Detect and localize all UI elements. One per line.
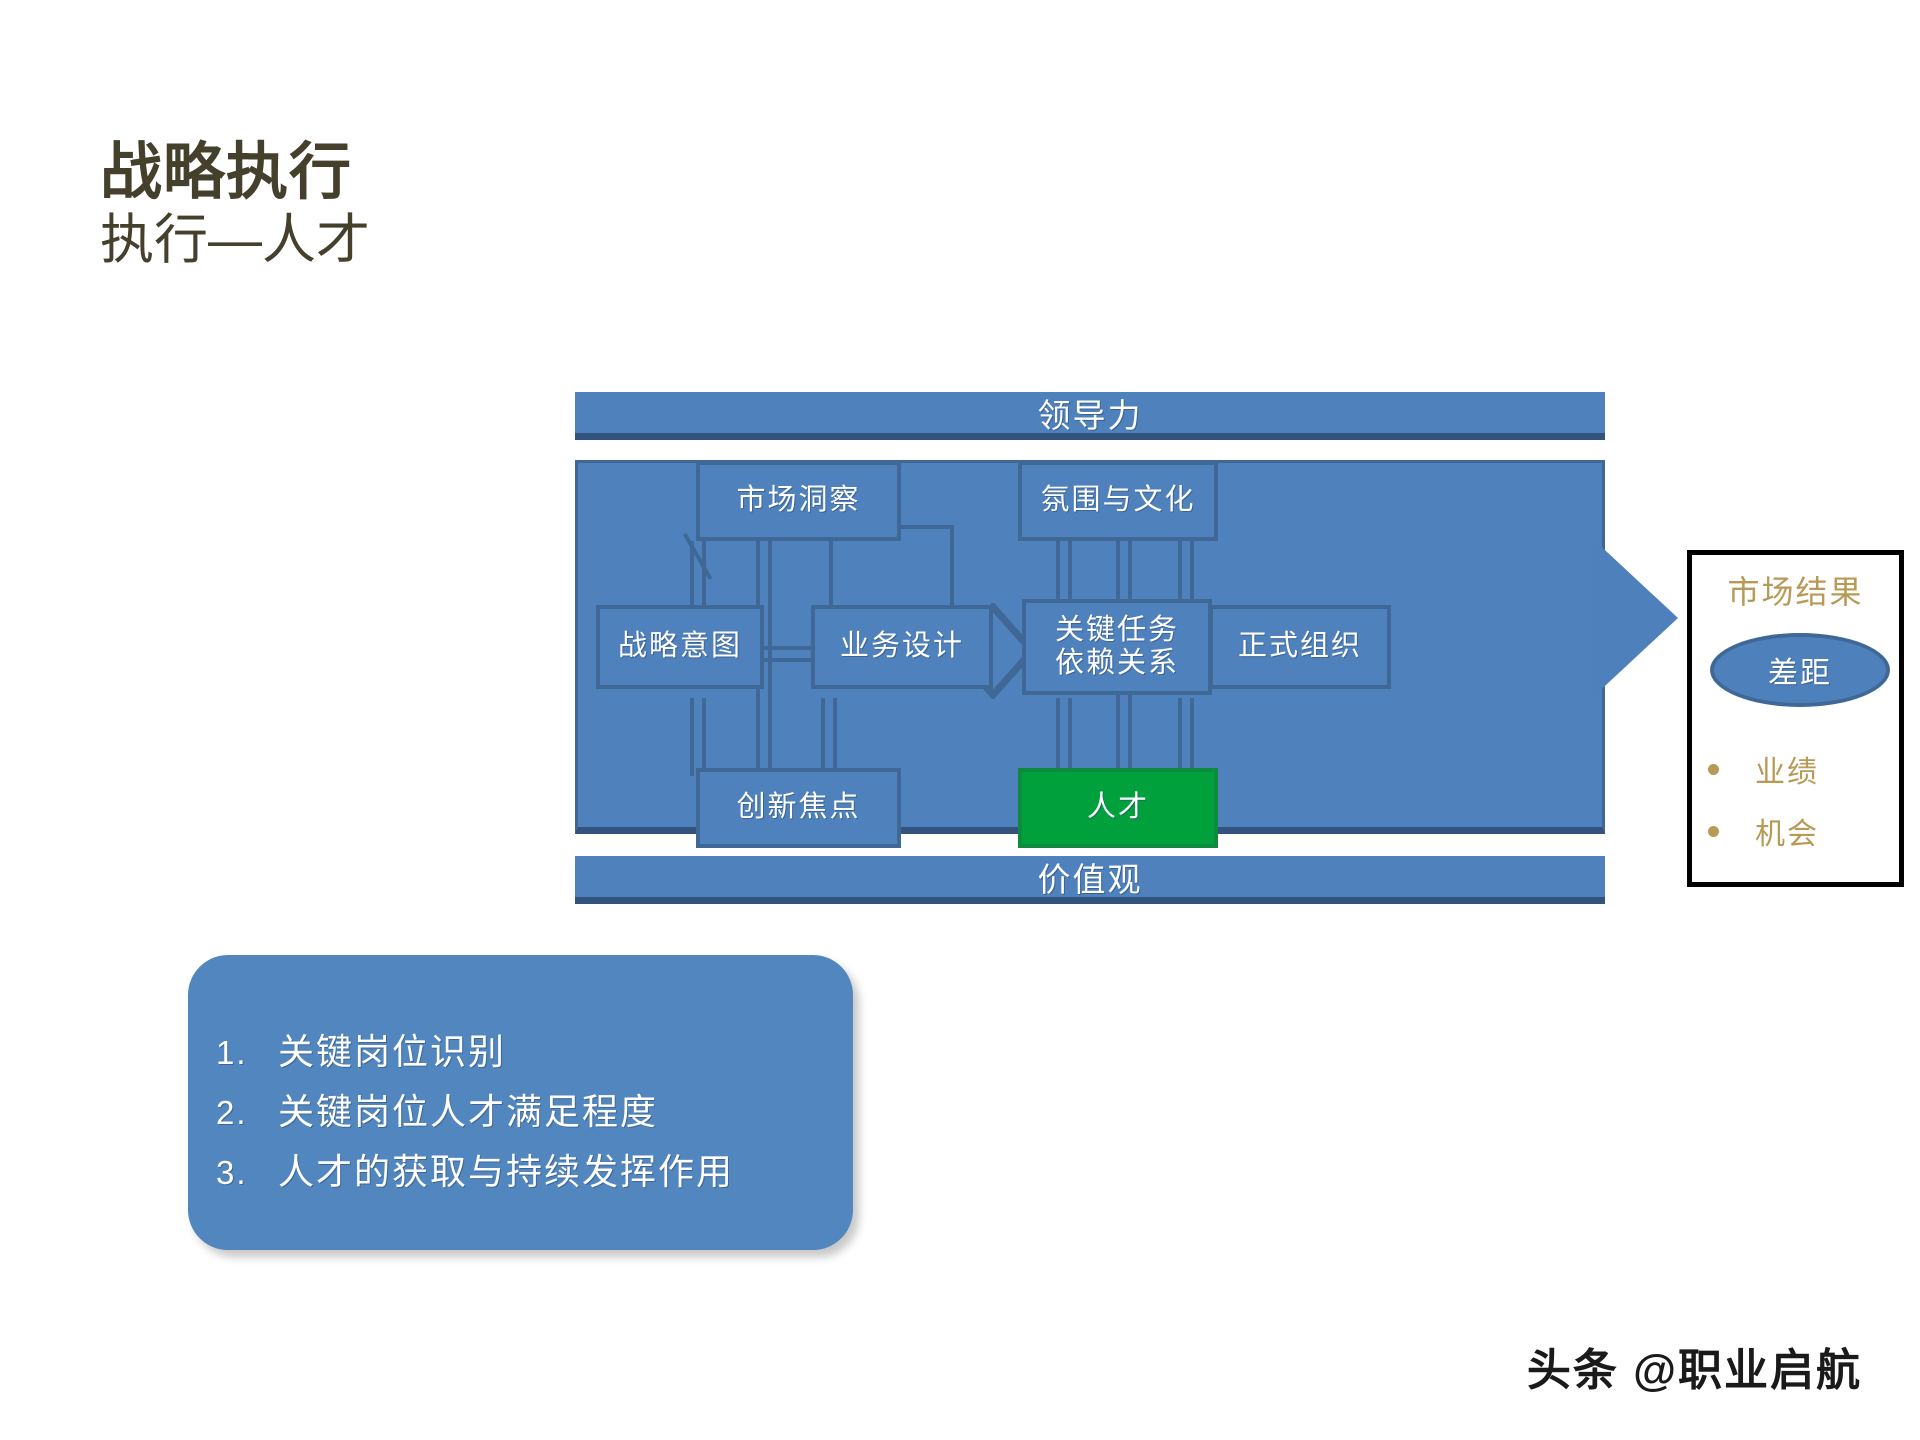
note-item-text: 关键岗位人才满足程度 (278, 1092, 659, 1132)
node-formal-organization-label: 正式组织 (1237, 630, 1362, 663)
connector-atmosphere-formalorg (1178, 541, 1194, 627)
list-item: 机会 (1708, 809, 1898, 853)
connector-formalorg-talent (1178, 698, 1194, 776)
connector-intent-innovation (690, 698, 706, 776)
connector-keytask-talent (1056, 698, 1072, 776)
node-innovation-focus[interactable]: 创新焦点 (696, 768, 901, 848)
market-result-panel: 市场结果 差距 业绩 机会 (1687, 550, 1904, 887)
node-atmosphere-culture[interactable]: 氛围与文化 (1018, 461, 1218, 541)
leadership-label: 领导力 (1037, 398, 1143, 435)
connector-intent-design (760, 646, 815, 662)
node-market-insight-label: 市场洞察 (736, 484, 861, 517)
list-item: 3. 人才的获取与持续发挥作用 (216, 1143, 881, 1195)
note-item-number: 2. (216, 1094, 248, 1131)
connector-insight-intent (690, 541, 706, 627)
node-talent-label: 人才 (1086, 791, 1149, 824)
gap-ellipse: 差距 (1710, 633, 1890, 707)
market-result-bullet-label: 机会 (1755, 818, 1819, 851)
values-band: 价值观 (575, 856, 1605, 904)
watermark: 头条 @职业启航 (1526, 1346, 1862, 1395)
node-atmosphere-culture-label: 氛围与文化 (1040, 484, 1196, 517)
note-item-number: 3. (216, 1154, 248, 1191)
bullet-dot-icon (1708, 825, 1719, 837)
page-subtitle: 执行—人才 (100, 210, 370, 271)
node-key-task-label-line2: 依赖关系 (1054, 647, 1179, 679)
talent-note-card: 1. 关键岗位识别 2. 关键岗位人才满足程度 3. 人才的获取与持续发挥作用 (188, 955, 853, 1250)
talent-note-list: 1. 关键岗位识别 2. 关键岗位人才满足程度 3. 人才的获取与持续发挥作用 (216, 1023, 881, 1203)
market-result-bullets: 业绩 机会 (1708, 747, 1898, 871)
slide-title-block: 战略执行 执行—人才 (100, 140, 370, 270)
node-key-task[interactable]: 关键任务 依赖关系 (1022, 599, 1212, 695)
connector-atmosphere-keytask (1056, 541, 1072, 627)
market-result-title: 市场结果 (1727, 574, 1864, 610)
node-innovation-focus-label: 创新焦点 (736, 791, 861, 824)
node-formal-organization[interactable]: 正式组织 (1209, 605, 1391, 689)
market-result-bullet-label: 业绩 (1755, 756, 1819, 789)
node-business-design[interactable]: 业务设计 (811, 605, 993, 689)
connector-design-innovation (821, 698, 837, 776)
gap-label: 差距 (1768, 657, 1832, 690)
list-item: 1. 关键岗位识别 (216, 1023, 881, 1075)
node-market-insight[interactable]: 市场洞察 (696, 461, 901, 541)
bullet-dot-icon (1708, 763, 1719, 775)
node-strategic-intent-label: 战略意图 (617, 630, 742, 663)
node-talent[interactable]: 人才 (1018, 768, 1218, 848)
note-item-text: 人才的获取与持续发挥作用 (278, 1152, 735, 1192)
diagram-core: 市场洞察 战略意图 业务设计 创新焦点 关键任务 依赖关系 氛围与文化 正式组织… (575, 460, 1605, 848)
node-business-design-label: 业务设计 (839, 630, 964, 663)
values-label: 价值观 (1037, 862, 1143, 899)
page-title: 战略执行 (100, 138, 353, 207)
leadership-band: 领导力 (575, 392, 1605, 440)
note-item-number: 1. (216, 1034, 248, 1071)
right-arrow-icon (1592, 538, 1678, 698)
list-item: 业绩 (1708, 747, 1898, 791)
node-strategic-intent[interactable]: 战略意图 (596, 605, 764, 689)
node-key-task-label-line1: 关键任务 (1054, 613, 1179, 646)
bem-diagram: 领导力 (575, 392, 1605, 904)
list-item: 2. 关键岗位人才满足程度 (216, 1083, 881, 1135)
note-item-text: 关键岗位识别 (278, 1032, 507, 1072)
